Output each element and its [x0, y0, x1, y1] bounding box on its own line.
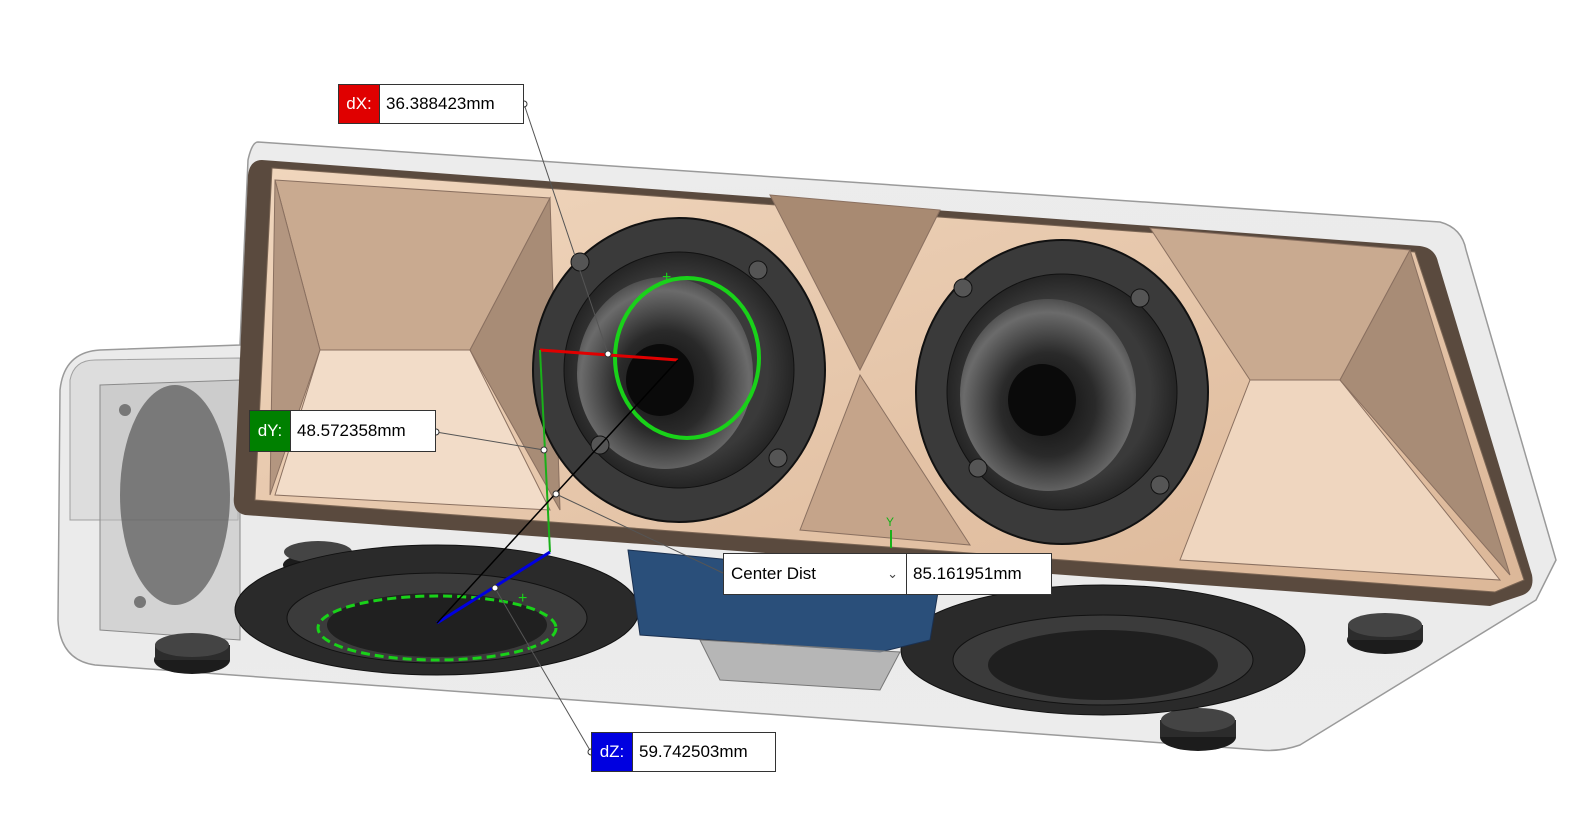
dx-label: dX:: [339, 85, 379, 123]
center-dist-dropdown[interactable]: Center Dist ⌄: [724, 554, 907, 594]
bottom-driver-right[interactable]: [900, 584, 1306, 716]
dz-label: dZ:: [592, 733, 632, 771]
bottom-driver-left[interactable]: [234, 544, 640, 676]
driver-left[interactable]: [532, 217, 826, 523]
dy-value: 48.572358mm: [290, 411, 435, 451]
chevron-down-icon[interactable]: ⌄: [887, 566, 898, 581]
selected-edge-top[interactable]: [613, 276, 761, 440]
dz-value: 59.742503mm: [632, 733, 775, 771]
dz-callout[interactable]: dZ: 59.742503mm: [591, 732, 776, 772]
dy-callout[interactable]: dY: 48.572358mm: [249, 410, 436, 452]
center-dist-label: Center Dist: [731, 564, 817, 583]
dx-callout[interactable]: dX: 36.388423mm: [338, 84, 524, 124]
selected-edge-bottom[interactable]: [316, 594, 558, 662]
svg-text:+: +: [518, 590, 527, 607]
dx-value: 36.388423mm: [379, 85, 523, 123]
dy-label: dY:: [250, 411, 290, 451]
center-dist-value: 85.161951mm: [913, 564, 1022, 583]
driver-right[interactable]: [915, 239, 1209, 545]
reference-triad: Y: [886, 515, 894, 548]
center-dist-callout[interactable]: Center Dist ⌄ 85.161951mm: [723, 553, 1052, 595]
svg-text:+: +: [662, 269, 671, 286]
triad-y-label: Y: [886, 515, 894, 529]
